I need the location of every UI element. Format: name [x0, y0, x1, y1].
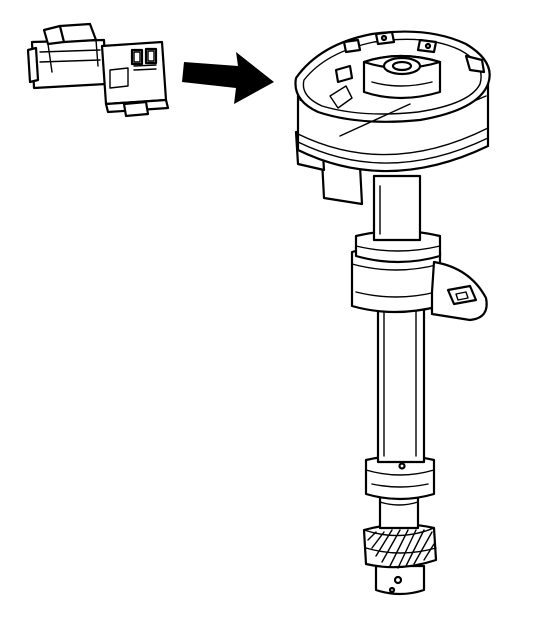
- connector-icon: [26, 22, 170, 118]
- arrow-icon: [182, 52, 274, 104]
- distributor-icon: [294, 30, 491, 596]
